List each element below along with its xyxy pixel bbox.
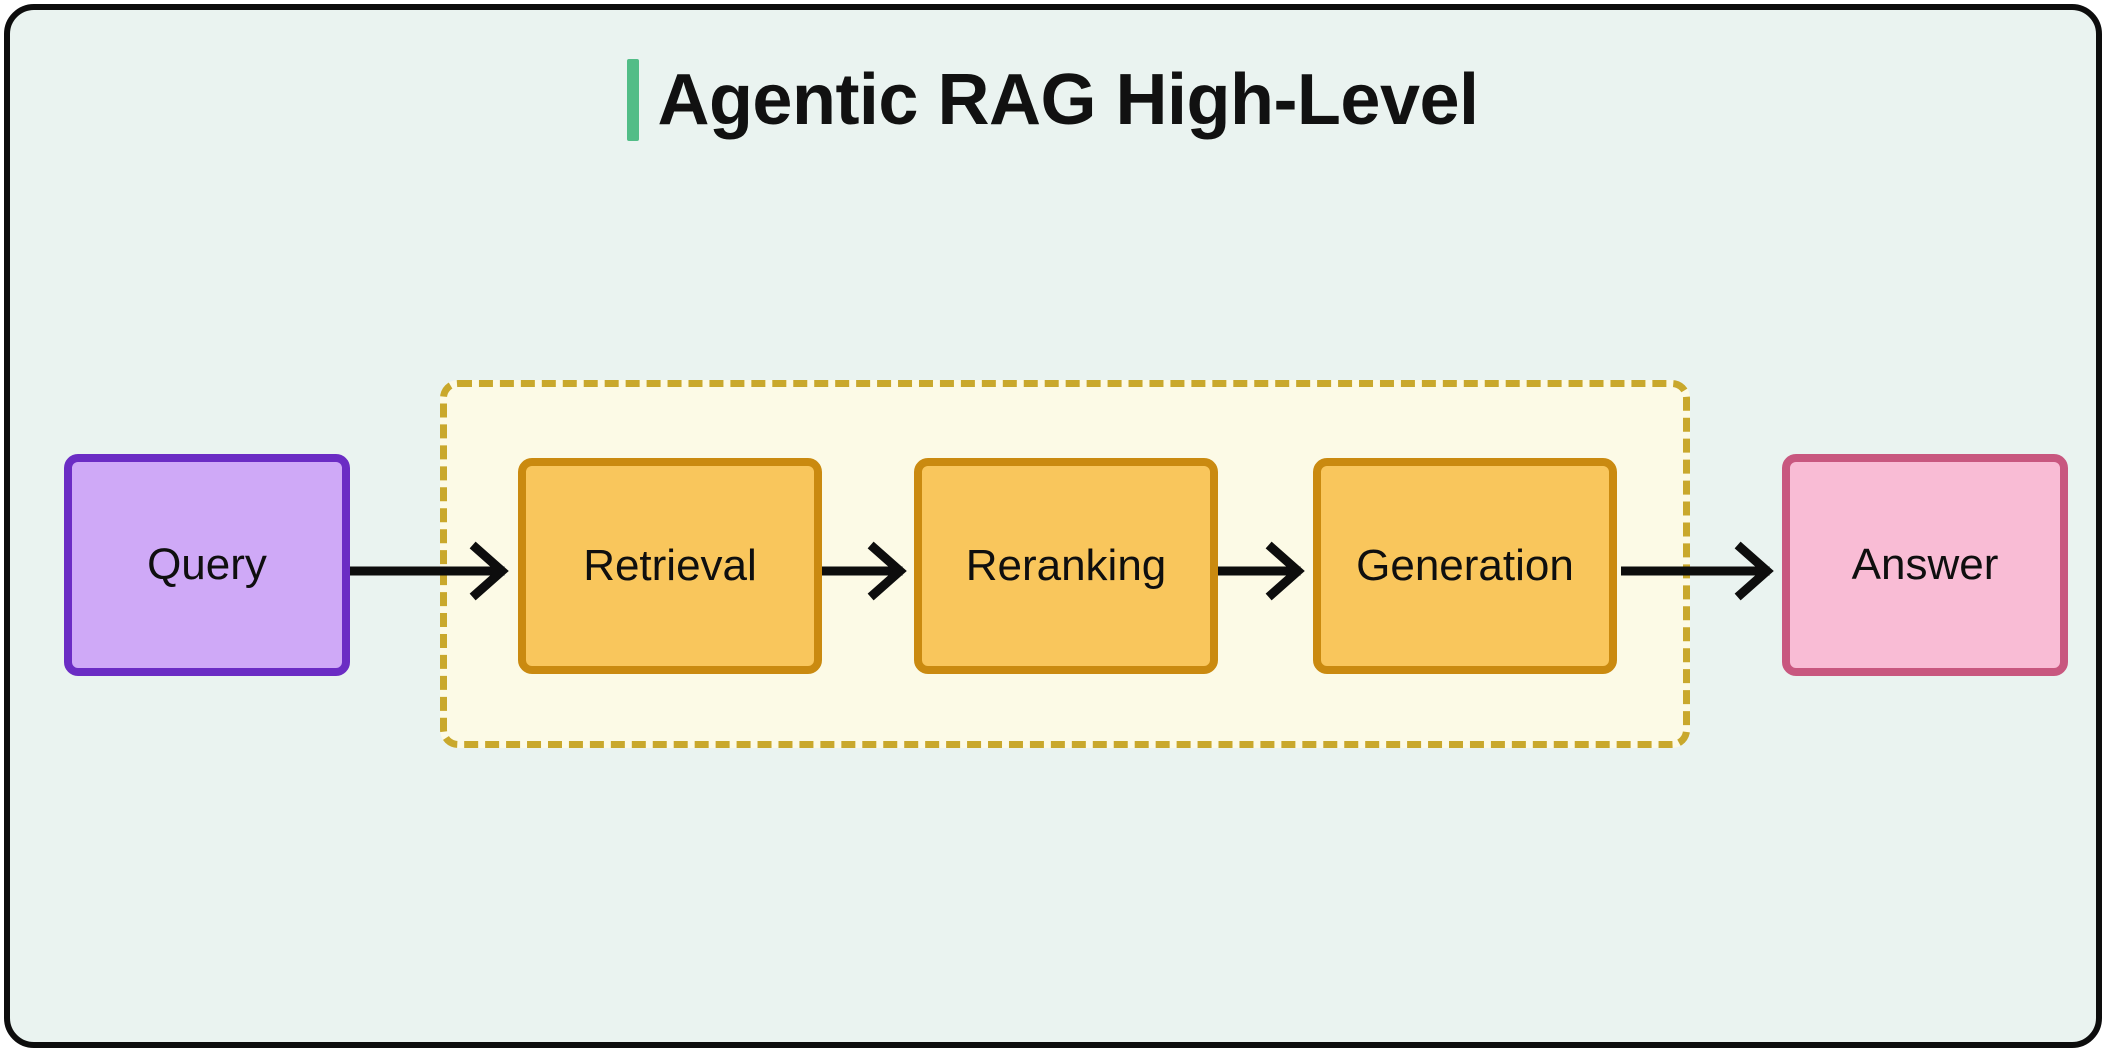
node-reranking-label: Reranking [965, 541, 1167, 590]
page-title: Agentic RAG High-Level [10, 50, 2096, 150]
node-retrieval[interactable]: Retrieval [518, 458, 822, 674]
edge-retrieval-to-reranking [822, 540, 916, 602]
node-generation-label: Generation [1356, 541, 1574, 590]
edge-generation-to-answer [1621, 540, 1785, 602]
diagram-canvas: Agentic RAG High-Level Query Retrieval R… [4, 4, 2102, 1048]
edge-query-to-retrieval [350, 540, 520, 602]
node-generation[interactable]: Generation [1313, 458, 1617, 674]
title-accent-bar [627, 59, 640, 141]
node-answer[interactable]: Answer [1782, 454, 2068, 676]
page-title-text: Agentic RAG High-Level [657, 60, 1479, 140]
node-query[interactable]: Query [64, 454, 350, 676]
node-query-label: Query [147, 540, 267, 589]
node-reranking[interactable]: Reranking [914, 458, 1218, 674]
node-retrieval-label: Retrieval [583, 541, 757, 590]
edge-reranking-to-generation [1218, 540, 1314, 602]
node-answer-label: Answer [1851, 540, 1999, 589]
